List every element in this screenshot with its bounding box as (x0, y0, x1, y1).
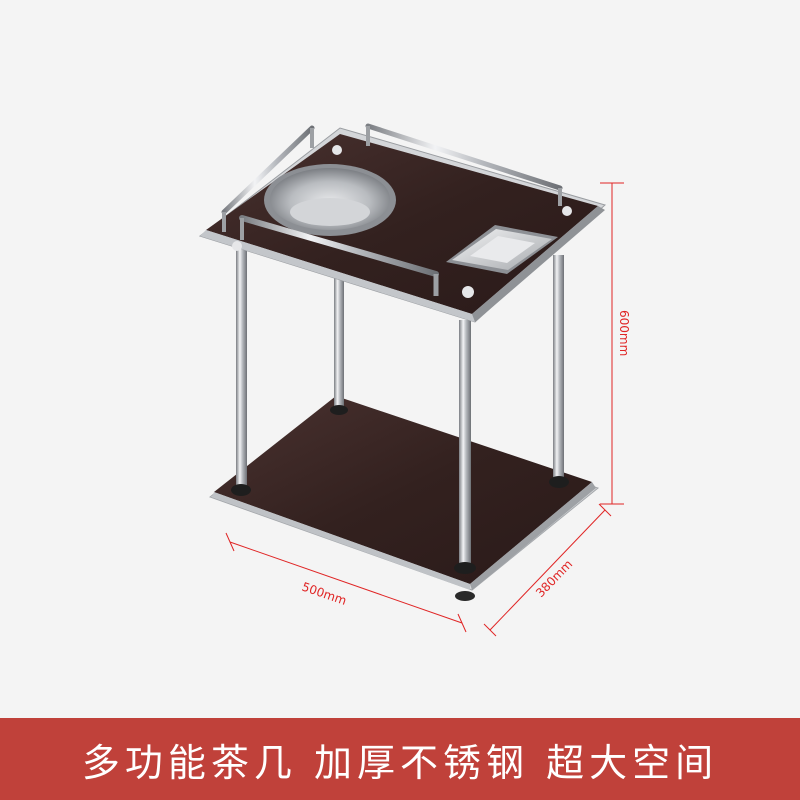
banner-text: 多功能茶几 加厚不锈钢 超大空间 (81, 740, 719, 785)
steel-bowl (264, 164, 396, 236)
legs (231, 250, 569, 601)
tea-cart-illustration: 600mm 500mm 380mm (198, 123, 631, 637)
rails (221, 123, 563, 296)
leg-back-left (334, 250, 344, 410)
width-label: 500mm (300, 580, 348, 608)
promo-banner: 多功能茶几 加厚不锈钢 超大空间 (0, 718, 800, 800)
leg-front-left (236, 250, 247, 490)
height-label: 600mm (617, 310, 631, 356)
leg-back-right (553, 255, 564, 481)
bottom-shelf (208, 396, 600, 591)
steel-tray (446, 225, 558, 274)
leg-front-right (459, 320, 471, 568)
product-scene: 600mm 500mm 380mm (198, 123, 631, 637)
height-dimension: 600mm (600, 182, 631, 505)
